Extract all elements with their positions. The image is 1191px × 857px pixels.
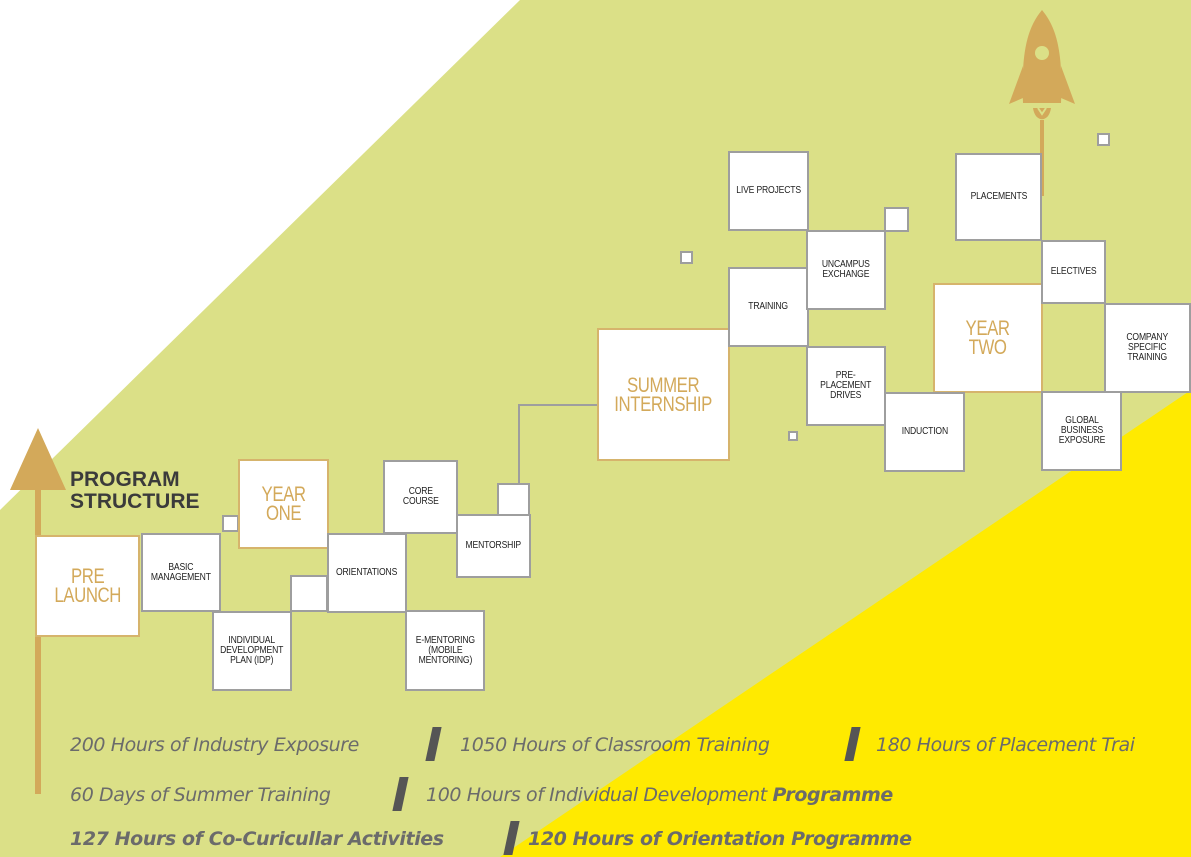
deco-square: [290, 575, 328, 612]
stat-individual-development: 100 Hours of Individual Development Prog…: [426, 784, 893, 806]
year-one-label: YEAR ONE: [261, 483, 306, 525]
deco-square: [680, 251, 693, 264]
stat-individual-development-bold: Programme: [772, 784, 893, 806]
global-business-exposure-box: GLOBAL BUSINESS EXPOSURE: [1041, 391, 1122, 471]
pre-launch-label: PRE LAUNCH: [54, 565, 121, 607]
pre-placement-drives-label: PRE- PLACEMENT DRIVES: [820, 370, 872, 401]
e-mentoring-label: E-MENTORING (MOBILE MENTORING): [415, 634, 475, 666]
deco-square: [884, 207, 909, 232]
stat-placement-training: 180 Hours of Placement Trai: [876, 734, 1135, 756]
placements-box: PLACEMENTS: [955, 153, 1042, 241]
stat-summer-training: 60 Days of Summer Training: [70, 784, 331, 806]
idp-label: INDIVIDUAL DEVELOPMENT PLAN (IDP): [220, 635, 284, 666]
up-arrow-icon: [10, 428, 66, 794]
year-one-box: YEAR ONE: [238, 459, 329, 549]
summer-internship-label: SUMMER INTERNSHIP: [614, 373, 713, 416]
uncampus-exchange-label: UNCAMPUS EXCHANGE: [822, 259, 870, 280]
placements-label: PLACEMENTS: [970, 191, 1027, 202]
deco-square: [222, 515, 239, 532]
uncampus-exchange-box: UNCAMPUS EXCHANGE: [806, 230, 886, 310]
electives-label: ELECTIVES: [1050, 266, 1097, 277]
induction-label: INDUCTION: [901, 426, 948, 437]
pre-placement-drives-box: PRE- PLACEMENT DRIVES: [806, 346, 886, 426]
deco-square: [1097, 133, 1110, 146]
basic-management-label: BASIC MANAGEMENT: [151, 561, 211, 583]
program-structure-title: PROGRAM STRUCTURE: [70, 468, 200, 513]
stat-industry-exposure: 200 Hours of Industry Exposure: [70, 734, 359, 756]
global-business-exposure-label: GLOBAL BUSINESS EXPOSURE: [1058, 415, 1105, 446]
live-projects-box: LIVE PROJECTS: [728, 151, 809, 231]
stat-classroom-training: 1050 Hours of Classroom Training: [460, 734, 770, 756]
stat-co-curricular: 127 Hours of Co-Curicullar Activities: [70, 828, 444, 850]
pre-launch-box: PRE LAUNCH: [35, 535, 140, 637]
stat-individual-development-text: 100 Hours of Individual Development: [426, 784, 773, 806]
core-course-label: CORE COURSE: [402, 486, 439, 507]
orientations-label: ORIENTATIONS: [336, 567, 398, 578]
e-mentoring-box: E-MENTORING (MOBILE MENTORING): [405, 610, 485, 691]
basic-management-box: BASIC MANAGEMENT: [141, 533, 221, 612]
electives-box: ELECTIVES: [1041, 240, 1106, 304]
mentorship-box: MENTORSHIP: [456, 514, 531, 578]
company-specific-training-label: COMPANY SPECIFIC TRAINING: [1126, 332, 1169, 363]
deco-square: [497, 483, 530, 516]
year-two-label: YEAR TWO: [965, 317, 1011, 359]
orientations-box: ORIENTATIONS: [327, 533, 407, 613]
live-projects-label: LIVE PROJECTS: [736, 185, 801, 196]
company-specific-training-box: COMPANY SPECIFIC TRAINING: [1104, 303, 1191, 393]
summer-internship-box: SUMMER INTERNSHIP: [597, 328, 730, 461]
year-two-box: YEAR TWO: [933, 283, 1043, 393]
rocket-icon: [1009, 10, 1075, 196]
training-box: TRAINING: [728, 267, 809, 347]
training-label: TRAINING: [748, 301, 789, 312]
deco-square: [788, 431, 798, 441]
mentorship-label: MENTORSHIP: [465, 540, 522, 551]
idp-box: INDIVIDUAL DEVELOPMENT PLAN (IDP): [212, 611, 292, 691]
induction-box: INDUCTION: [884, 392, 965, 472]
stat-orientation-programme: 120 Hours of Orientation Programme: [528, 828, 912, 850]
core-course-box: CORE COURSE: [383, 460, 458, 534]
